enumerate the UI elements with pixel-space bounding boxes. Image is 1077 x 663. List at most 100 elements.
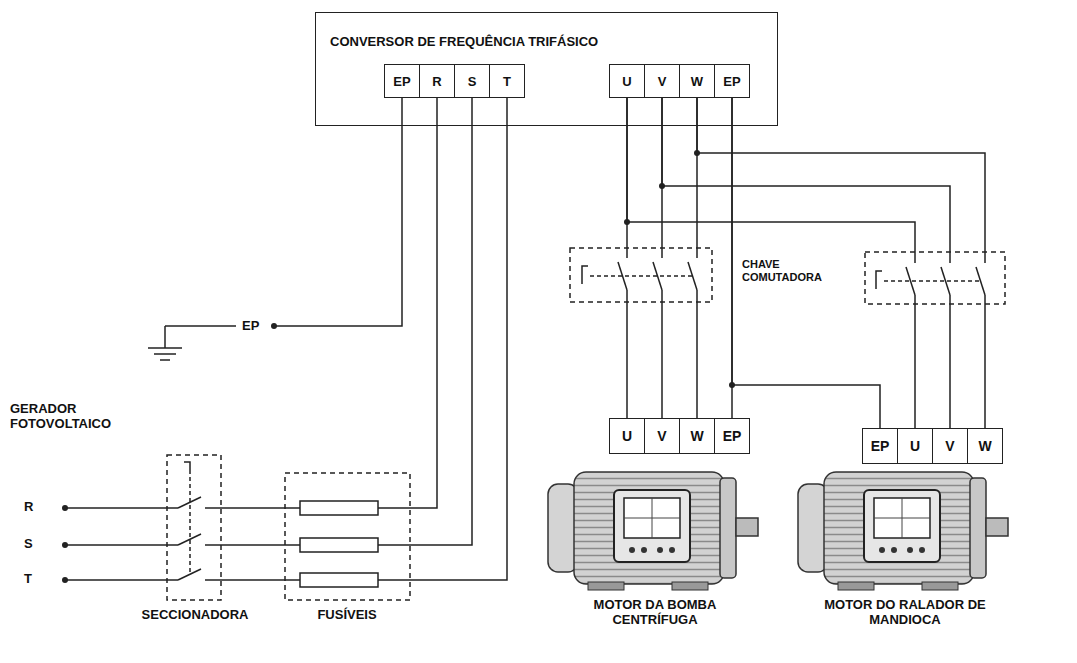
grater-motor bbox=[798, 472, 1008, 590]
motor-label: MOTOR DO RALADOR DE MANDIOCA bbox=[823, 598, 988, 628]
fuse bbox=[300, 538, 378, 552]
terminal-cell: EP bbox=[862, 428, 898, 464]
terminal-name: EP bbox=[871, 438, 890, 454]
phase-wire bbox=[205, 507, 300, 509]
part-label: FUSÍVEIS bbox=[317, 608, 376, 623]
terminal-cell: R bbox=[419, 64, 455, 98]
switch-handle bbox=[876, 271, 882, 289]
switch-blade bbox=[653, 262, 662, 290]
terminal-cell: T bbox=[489, 64, 525, 98]
disconnector-blade bbox=[178, 534, 201, 545]
disconnector-handle bbox=[184, 462, 190, 470]
switch-linkage bbox=[590, 275, 693, 277]
ground-label: EP bbox=[242, 319, 259, 334]
terminal-name: EP bbox=[393, 74, 410, 89]
junction-dot bbox=[694, 150, 700, 156]
terminal-cell: V bbox=[644, 418, 680, 454]
wire-connector bbox=[731, 98, 733, 418]
phase-label: S bbox=[24, 537, 33, 552]
terminal-name: V bbox=[657, 428, 666, 444]
terminal-cell: U bbox=[609, 64, 645, 98]
terminal-cell: W bbox=[679, 418, 715, 454]
terminal-cell: W bbox=[679, 64, 715, 98]
wire-connector bbox=[661, 98, 663, 418]
junction-dot bbox=[659, 183, 665, 189]
terminal-dot bbox=[62, 505, 68, 511]
fuse-housing bbox=[285, 473, 410, 600]
switch-blade bbox=[688, 262, 697, 290]
wire-connector bbox=[697, 98, 985, 428]
phase-wire bbox=[205, 544, 300, 546]
ground-symbol bbox=[148, 347, 182, 349]
terminal-cell: EP bbox=[714, 418, 750, 454]
terminal-dot bbox=[62, 577, 68, 583]
fuse bbox=[300, 573, 378, 587]
terminal-cell: EP bbox=[714, 64, 750, 98]
terminal-name: U bbox=[622, 74, 631, 89]
terminal-cell: U bbox=[897, 428, 933, 464]
terminal-name: U bbox=[910, 438, 920, 454]
switch-blade bbox=[906, 267, 915, 295]
converter-title: CONVERSOR DE FREQUÊNCIA TRIFÁSICO bbox=[330, 34, 763, 49]
disconnector-housing bbox=[167, 455, 221, 600]
converter-box: CONVERSOR DE FREQUÊNCIA TRIFÁSICO EP R S T U V… bbox=[315, 12, 778, 126]
terminal-name: W bbox=[690, 428, 703, 444]
part-label: SECCIONADORA bbox=[142, 608, 249, 623]
disconnector-blade bbox=[178, 569, 201, 580]
phase-label: R bbox=[24, 500, 33, 515]
terminal-cell: V bbox=[932, 428, 968, 464]
phase-wire bbox=[65, 544, 178, 546]
switch-housing bbox=[865, 252, 1005, 304]
pump-motor bbox=[548, 472, 758, 590]
switch-blade bbox=[618, 262, 627, 290]
phase-wire bbox=[378, 98, 507, 580]
terminal-name: S bbox=[468, 74, 477, 89]
terminal-name: EP bbox=[723, 428, 742, 444]
wire-connector bbox=[662, 98, 950, 428]
junction-dot bbox=[624, 219, 630, 225]
terminal-name: R bbox=[432, 74, 441, 89]
source-label: GERADOR FOTOVOLTAICO bbox=[10, 402, 130, 432]
terminal-cell: U bbox=[609, 418, 645, 454]
terminal-name: T bbox=[503, 74, 511, 89]
terminal-cell: V bbox=[644, 64, 680, 98]
wire-connector bbox=[626, 98, 628, 418]
terminal-cell: S bbox=[454, 64, 490, 98]
terminal-dot bbox=[62, 542, 68, 548]
ground-symbol bbox=[160, 359, 170, 361]
switch-blade bbox=[976, 267, 985, 295]
terminal-cell: W bbox=[967, 428, 1003, 464]
ground-wire bbox=[164, 326, 166, 348]
switch-housing bbox=[570, 248, 712, 302]
earth-wire bbox=[274, 98, 402, 326]
wire-connector bbox=[696, 98, 698, 418]
switch-handle bbox=[582, 266, 588, 284]
motor-label: MOTOR DA BOMBA CENTRÍFUGA bbox=[580, 598, 730, 628]
terminal-dot bbox=[271, 323, 277, 329]
terminal-name: W bbox=[691, 74, 703, 89]
phase-wire bbox=[65, 507, 178, 509]
phase-wire bbox=[378, 98, 437, 508]
phase-wire bbox=[65, 579, 178, 581]
terminal-name: W bbox=[978, 438, 991, 454]
phase-wire bbox=[205, 579, 300, 581]
disconnector-linkage bbox=[189, 470, 191, 575]
terminal-name: V bbox=[658, 74, 667, 89]
ground-wire bbox=[165, 325, 236, 327]
wire-connector bbox=[627, 98, 915, 428]
phase-label: T bbox=[24, 572, 32, 587]
junction-dot bbox=[729, 382, 735, 388]
switch-blade bbox=[941, 267, 950, 295]
ground-symbol bbox=[154, 353, 176, 355]
terminal-cell: EP bbox=[384, 64, 420, 98]
terminal-name: V bbox=[945, 438, 954, 454]
fuse bbox=[300, 501, 378, 515]
switch-linkage bbox=[884, 280, 981, 282]
disconnector-blade bbox=[178, 497, 201, 508]
part-label: CHAVE COMUTADORA bbox=[742, 258, 837, 283]
phase-wire bbox=[378, 98, 472, 545]
